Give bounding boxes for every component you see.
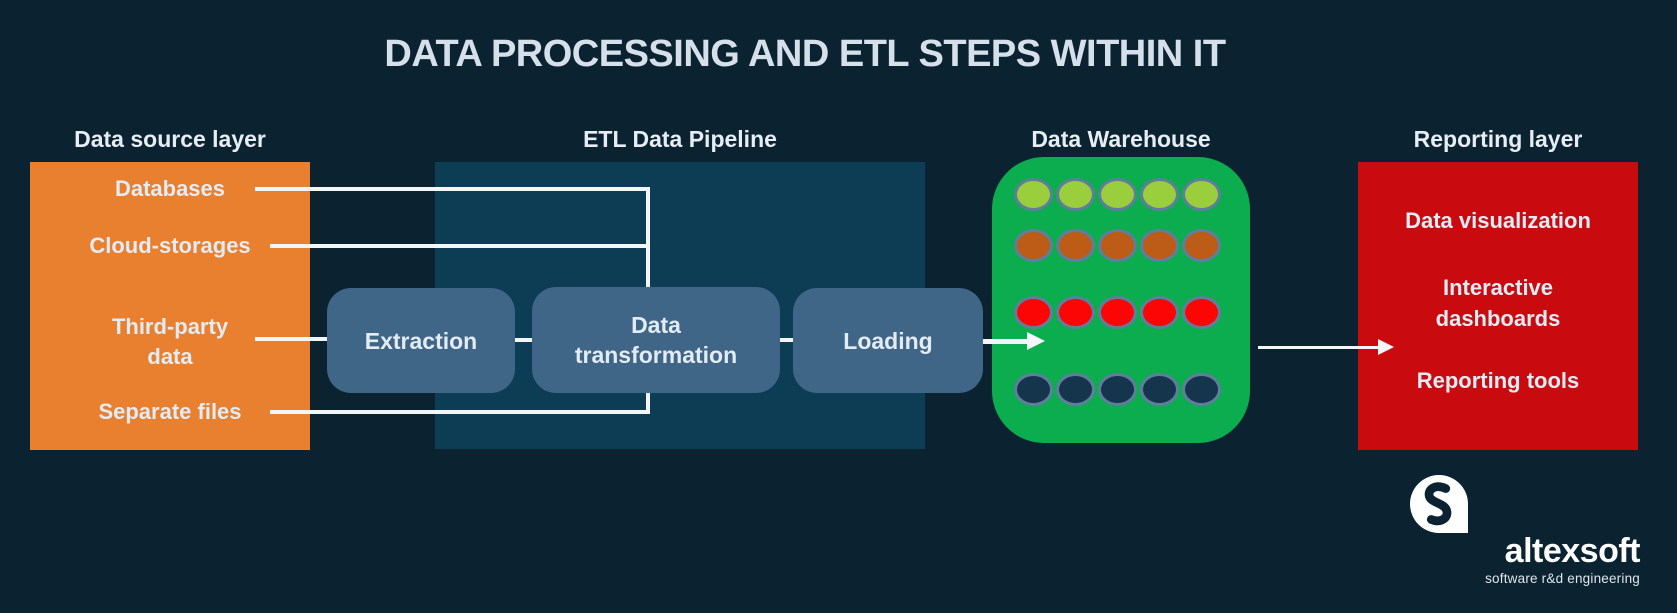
warehouse-dot — [1014, 296, 1053, 329]
warehouse-dot — [1098, 373, 1137, 406]
warehouse-dot — [1056, 296, 1095, 329]
source-item-third-party: Third-party data — [111, 314, 229, 369]
page-title: DATA PROCESSING AND ETL STEPS WITHIN IT — [384, 33, 1226, 75]
data-warehouse-panel — [992, 157, 1250, 443]
source-layer-panel — [30, 162, 310, 450]
logo-s-glyph-icon — [1424, 482, 1452, 526]
step-loading: Loading — [793, 288, 983, 393]
source-item-databases: Databases — [114, 176, 226, 201]
step-transformation: Data transformation — [532, 287, 780, 393]
step-extraction: Extraction — [327, 288, 515, 393]
connector-extraction-transformation — [515, 338, 532, 342]
warehouse-dot-grid — [992, 157, 1250, 443]
data-warehouse-label: Data Warehouse — [1031, 126, 1211, 152]
warehouse-dot — [1098, 229, 1137, 262]
reporting-item-data-visualization: Data visualization — [1405, 208, 1591, 233]
logo-wordmark: altexsoft — [1504, 532, 1641, 570]
warehouse-dot — [1056, 373, 1095, 406]
warehouse-dot — [1140, 296, 1179, 329]
warehouse-dot — [1182, 373, 1221, 406]
reporting-layer-panel — [1358, 162, 1638, 450]
speech-bubble-a-icon — [1410, 475, 1468, 533]
source-layer-label: Data source layer — [74, 126, 266, 152]
warehouse-dot — [1056, 178, 1095, 211]
warehouse-dot — [1140, 373, 1179, 406]
warehouse-dot — [1140, 178, 1179, 211]
warehouse-dot — [1182, 296, 1221, 329]
source-item-cloud-storages: Cloud-storages — [89, 233, 251, 258]
connector-databases-line — [255, 187, 650, 191]
connector-transformation-loading — [780, 338, 794, 342]
connector-cloud-storages-line — [270, 244, 650, 248]
warehouse-dot — [1014, 178, 1053, 211]
arrow-loading-to-warehouse — [983, 339, 1027, 344]
logo-tagline: software r&d engineering — [1485, 571, 1640, 586]
warehouse-dot — [1098, 296, 1137, 329]
connector-third-party-line — [255, 337, 329, 341]
warehouse-dot — [1140, 229, 1179, 262]
warehouse-dot — [1014, 229, 1053, 262]
connector-vertical-top-line — [646, 187, 650, 287]
warehouse-dot — [1056, 229, 1095, 262]
arrowhead-loading-to-warehouse-icon — [1027, 332, 1045, 350]
reporting-item-interactive-dashboards: Interactive dashboards — [1435, 275, 1561, 331]
connector-separate-files-line — [270, 410, 650, 414]
reporting-item-reporting-tools: Reporting tools — [1416, 368, 1580, 393]
warehouse-dot — [1182, 178, 1221, 211]
connector-vertical-bottom-line — [646, 393, 650, 414]
warehouse-dot — [1182, 229, 1221, 262]
etl-pipeline-label: ETL Data Pipeline — [583, 126, 777, 152]
source-item-separate-files: Separate files — [98, 399, 242, 424]
reporting-layer-label: Reporting layer — [1413, 126, 1583, 152]
warehouse-dot — [1098, 178, 1137, 211]
arrow-warehouse-to-reporting — [1258, 346, 1378, 349]
warehouse-dot — [1014, 373, 1053, 406]
arrowhead-warehouse-to-reporting-icon — [1378, 339, 1394, 355]
